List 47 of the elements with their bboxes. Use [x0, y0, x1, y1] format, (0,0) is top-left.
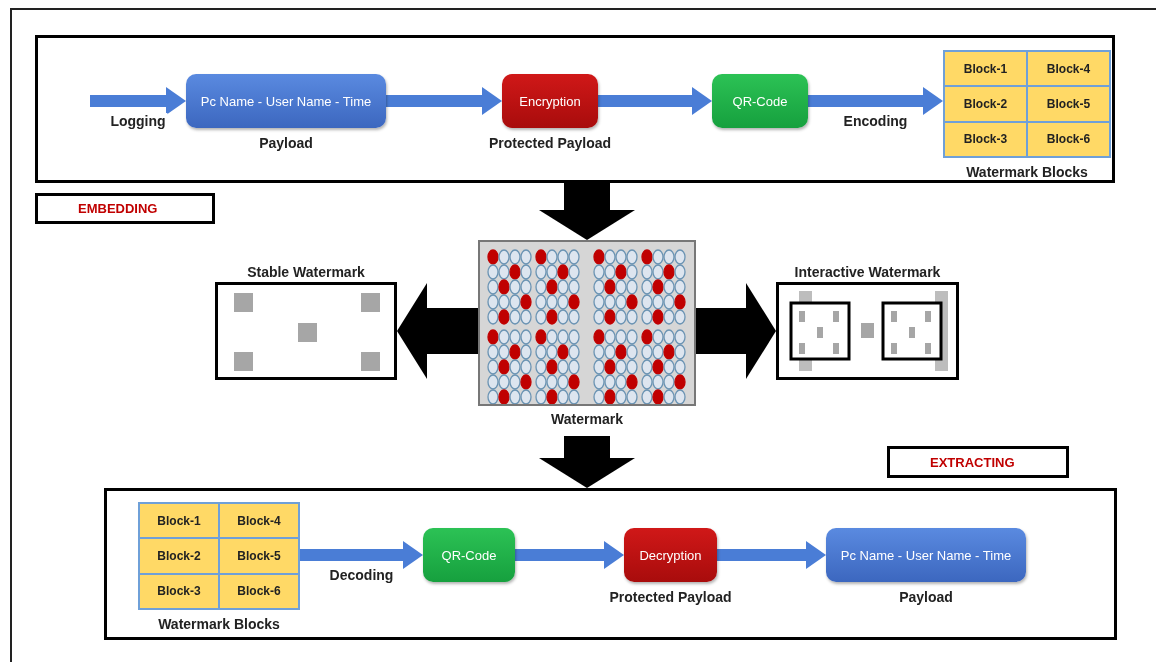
edge-label: Decoding: [327, 567, 396, 583]
box-caption: Protected Payload: [488, 135, 612, 151]
box-caption: Protected Payload: [609, 589, 732, 605]
block-label: Block-3: [944, 121, 1027, 157]
process-text: QR-Code: [441, 547, 497, 563]
block-label: Block-5: [1027, 86, 1110, 122]
grid-caption: Watermark Blocks: [966, 164, 1088, 180]
arrow: [300, 541, 423, 569]
block-arrow: [539, 436, 635, 488]
arrow: [717, 541, 826, 569]
block-label: Block-1: [944, 51, 1027, 87]
block-arrow: [539, 183, 635, 240]
process-box: [423, 528, 515, 582]
box-caption: Payload: [899, 589, 953, 605]
block-arrow: [397, 283, 478, 379]
block-label: Block-6: [1027, 121, 1110, 157]
process-text: Pc Name - User Name - Time: [200, 93, 372, 109]
block-arrow: [696, 283, 776, 379]
stage-label: EXTRACTING: [887, 446, 1069, 478]
process-text: QR-Code: [732, 93, 788, 109]
arrow: [598, 87, 712, 115]
process-box: [712, 74, 808, 128]
process-text: Decryption: [639, 547, 702, 563]
edge-label: Encoding: [841, 113, 910, 129]
edge-label: Logging: [108, 113, 168, 129]
process-panel: [104, 488, 1117, 640]
frame-title: Interactive Watermark: [794, 264, 941, 280]
block-label: Block-6: [219, 573, 299, 609]
block-label: Block-4: [1027, 51, 1110, 87]
arrow: [386, 87, 502, 115]
process-text: Pc Name - User Name - Time: [840, 547, 1012, 563]
picture-caption: Watermark: [551, 411, 623, 427]
process-text: Encryption: [519, 93, 581, 109]
stage-label: EMBEDDING: [35, 193, 215, 224]
block-label: Block-2: [944, 86, 1027, 122]
block-label: Block-4: [219, 503, 299, 539]
block-label: Block-3: [139, 573, 219, 609]
arrow: [808, 87, 943, 115]
block-label: Block-1: [139, 503, 219, 539]
frame-title: Stable Watermark: [247, 264, 365, 280]
grid-caption: Watermark Blocks: [158, 616, 280, 632]
block-label: Block-2: [139, 538, 219, 574]
box-caption: Payload: [259, 135, 313, 151]
process-panel: [35, 35, 1115, 183]
arrow: [90, 87, 186, 115]
arrow: [515, 541, 624, 569]
block-label: Block-5: [219, 538, 299, 574]
